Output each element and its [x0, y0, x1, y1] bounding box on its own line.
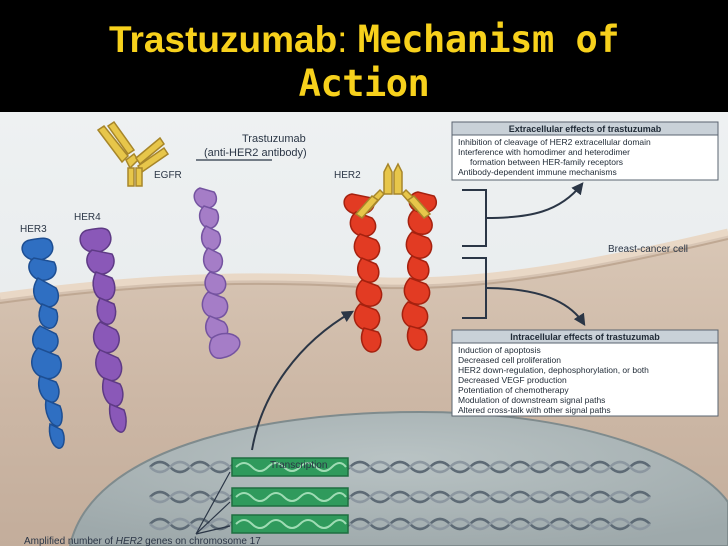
- her2-label: HER2: [334, 170, 361, 181]
- intracellular-item-5: Potentiation of chemotherapy: [458, 385, 569, 395]
- extracellular-item-2: Interference with homodimer and heterodi…: [458, 147, 630, 157]
- her3-receptor: [21, 237, 65, 449]
- egfr-receptor: [193, 187, 241, 359]
- amplified-prefix: Amplified number of: [24, 536, 116, 546]
- intracellular-item-4: Decreased VEGF production: [458, 375, 567, 385]
- title-bar: Trastuzumab: Mechanism of Action: [0, 0, 728, 112]
- intracellular-bracket: [462, 257, 586, 327]
- title-line-2: Action: [0, 62, 728, 106]
- transcription-arrow: [251, 310, 355, 451]
- title-part-3: Action: [298, 62, 430, 105]
- her4-receptor: [79, 227, 127, 433]
- extracellular-item-3: formation between HER-family receptors: [470, 157, 623, 167]
- intracellular-effects-box: Intracellular effects of trastuzumab Ind…: [451, 329, 719, 417]
- amplified-gene: HER2: [116, 536, 143, 546]
- her2-gene-segments: [231, 457, 349, 534]
- title-part-2: Mechanism of: [357, 18, 620, 61]
- intracellular-item-6: Modulation of downstream signal paths: [458, 395, 605, 405]
- amplified-label: Amplified number of HER2 genes on chromo…: [24, 536, 261, 546]
- extracellular-effects-box: Extracellular effects of trastuzumab Inh…: [451, 121, 719, 181]
- nucleus: [68, 410, 728, 546]
- amplified-pointer: [195, 471, 231, 535]
- intracellular-heading: Intracellular effects of trastuzumab: [510, 332, 660, 342]
- extracellular-heading: Extracellular effects of trastuzumab: [509, 124, 662, 134]
- extracellular-item-4: Antibody-dependent immune mechanisms: [458, 167, 617, 177]
- antibody-sublabel: (anti-HER2 antibody): [204, 147, 307, 159]
- extracellular-bracket: [462, 182, 584, 247]
- antibody-label: Trastuzumab: [242, 133, 306, 145]
- trastuzumab-bound: [354, 162, 432, 219]
- title-line-1: Trastuzumab: Mechanism of: [0, 0, 728, 62]
- cell-label: Breast-cancer cell: [608, 244, 688, 255]
- egfr-label: EGFR: [154, 170, 182, 181]
- intracellular-item-7: Altered cross-talk with other signal pat…: [458, 405, 611, 415]
- her2-receptor-left: [343, 193, 383, 353]
- trastuzumab-free: [96, 120, 170, 187]
- title-part-1: Trastuzumab: [108, 19, 338, 60]
- mechanism-diagram: Trastuzumab (anti-HER2 antibody) HER3 HE…: [0, 112, 728, 546]
- title-separator: :: [337, 19, 348, 60]
- her4-label: HER4: [74, 212, 101, 223]
- intracellular-item-3: HER2 down-regulation, dephosphorylation,…: [458, 365, 649, 375]
- amplified-suffix: genes on chromosome 17: [142, 536, 261, 546]
- transcription-label: Transcription: [270, 460, 327, 471]
- her3-label: HER3: [20, 224, 47, 235]
- intracellular-item-2: Decreased cell proliferation: [458, 355, 561, 365]
- intracellular-item-1: Induction of apoptosis: [458, 345, 541, 355]
- extracellular-item-1: Inhibition of cleavage of HER2 extracell…: [458, 137, 651, 147]
